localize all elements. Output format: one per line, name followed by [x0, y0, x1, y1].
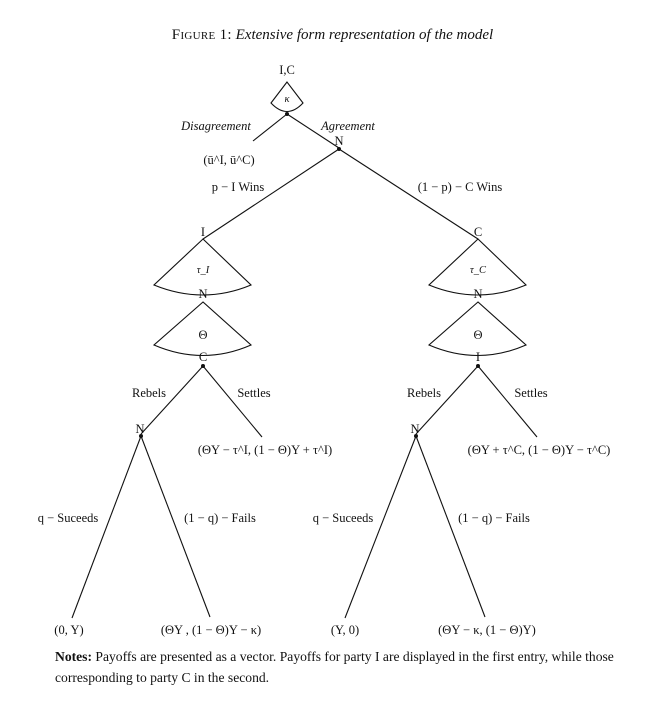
c-wins-branch — [338, 148, 479, 240]
right-transfer-label: τ_C — [470, 265, 487, 276]
figure-caption: Figure 1: Extensive form representation … — [0, 27, 665, 44]
root-label: I,C — [279, 63, 295, 77]
root-info-set-label: κ — [284, 94, 290, 105]
left-succeeds-branch — [71, 435, 142, 619]
agreement-branch — [286, 113, 340, 149]
notes-label: Notes: — [55, 649, 92, 664]
left-success-payoff: (0, Y) — [54, 623, 83, 637]
i-wins-branch — [202, 148, 340, 240]
right-player-label: C — [474, 225, 482, 239]
right-fails-label: (1 − q) − Fails — [458, 511, 530, 525]
left-responder-label: C — [199, 350, 207, 364]
left-transfer-set — [152, 238, 252, 296]
right-settle-payoff: (ΘY + τ^C, (1 − Θ)Y − τ^C) — [468, 443, 611, 457]
left-fails-branch — [140, 435, 211, 618]
agreement-label: Agreement — [320, 119, 375, 133]
right-rebels-branch — [415, 365, 479, 435]
right-succeeds-label: q − Suceeds — [313, 511, 374, 525]
left-transfer-label: τ_I — [197, 265, 210, 276]
right-war-nature-label: N — [410, 422, 419, 436]
right-transfer-set — [427, 238, 527, 296]
right-fail-payoff: (ΘY − κ, (1 − Θ)Y) — [438, 623, 536, 637]
right-responder-label: I — [476, 350, 480, 364]
right-nature-label: N — [473, 287, 482, 301]
left-rebels-branch — [140, 365, 204, 435]
left-shock-label: Θ — [198, 328, 207, 342]
left-settles-label: Settles — [237, 386, 270, 400]
left-shock-set — [152, 301, 253, 356]
i-wins-label: p − I Wins — [212, 180, 265, 194]
right-settles-branch — [477, 365, 538, 438]
right-shock-label: Θ — [473, 328, 482, 342]
figure-label: Figure 1: — [171, 27, 232, 43]
notes-text: Payoffs are presented as a vector. Payof… — [55, 649, 614, 685]
left-fails-label: (1 − q) − Fails — [184, 511, 256, 525]
right-shock-set — [427, 301, 528, 356]
right-success-payoff: (Y, 0) — [331, 623, 359, 637]
c-wins-label: (1 − p) − C Wins — [418, 180, 503, 194]
left-war-nature-label: N — [135, 422, 144, 436]
left-settle-payoff: (ΘY − τ^I, (1 − Θ)Y + τ^I) — [198, 443, 332, 457]
left-rebels-label: Rebels — [132, 386, 166, 400]
root-info-set — [270, 81, 304, 113]
nature-node-label: N — [334, 134, 343, 148]
figure-title: Extensive form representation of the mod… — [235, 27, 494, 43]
disagreement-label: Disagreement — [180, 119, 251, 133]
figure-notes: Notes: Payoffs are presented as a vector… — [55, 646, 630, 688]
right-rebels-label: Rebels — [407, 386, 441, 400]
disagreement-branch — [252, 113, 288, 142]
disagreement-payoff: (ū^I, ū^C) — [203, 153, 254, 167]
left-succeeds-label: q − Suceeds — [38, 511, 99, 525]
right-succeeds-branch — [344, 435, 417, 619]
left-nature-label: N — [198, 287, 207, 301]
right-fails-branch — [415, 435, 486, 618]
left-settles-branch — [202, 365, 263, 438]
right-settles-label: Settles — [514, 386, 547, 400]
left-fail-payoff: (ΘY , (1 − Θ)Y − κ) — [161, 623, 261, 637]
left-player-label: I — [201, 225, 205, 239]
